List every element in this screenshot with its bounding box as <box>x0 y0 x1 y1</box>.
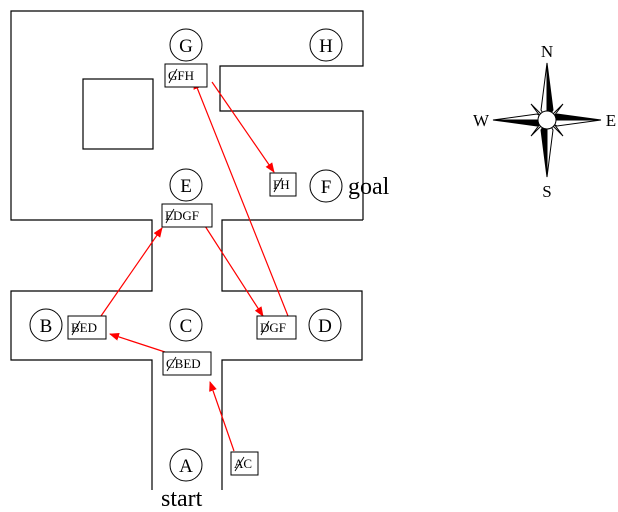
arrow-ac-to-cbed <box>209 381 235 452</box>
queue-cbed-struck: C <box>166 356 175 371</box>
queue-box-edgf: EDGF <box>161 203 213 228</box>
strike-cbed <box>166 356 177 372</box>
queue-fh-rest: H <box>280 177 289 192</box>
arrow-bed-to-edgf <box>100 227 163 317</box>
node-C-label: C <box>180 316 193 337</box>
wall-outer-right <box>221 219 363 490</box>
goal-label: goal <box>348 174 390 200</box>
arrow-cbed-to-bed <box>109 332 166 353</box>
queue-edgf-rest: DGF <box>173 208 199 223</box>
node-H: H <box>309 28 343 62</box>
compass-star <box>492 62 602 178</box>
node-G-label: G <box>179 36 193 57</box>
node-F: F <box>309 169 343 203</box>
queue-box-ac: AC <box>230 451 259 476</box>
node-E: E <box>169 168 203 202</box>
node-circles: A B C D E F G H <box>29 28 343 482</box>
queue-box-gfh: GFH <box>164 63 208 88</box>
compass-north: N <box>541 42 553 61</box>
node-G: G <box>169 28 203 62</box>
queue-dgf-struck: D <box>260 320 269 335</box>
queue-gfh-rest: FH <box>177 68 194 83</box>
search-arrows <box>100 79 289 452</box>
svg-text:AC: AC <box>234 456 252 471</box>
strike-dgf <box>260 320 270 336</box>
arrow-gfh-to-fh <box>211 81 275 173</box>
node-A: A <box>169 448 203 482</box>
arrow-edgf-to-dgf <box>204 225 264 317</box>
svg-text:CBED: CBED <box>166 356 201 371</box>
compass-rose: N S W E <box>473 42 616 201</box>
svg-text:DGF: DGF <box>260 320 286 335</box>
node-D: D <box>308 308 342 342</box>
wall-inner-block <box>82 78 154 150</box>
node-C: C <box>169 308 203 342</box>
svg-text:GFH: GFH <box>168 68 194 83</box>
node-D-label: D <box>318 316 332 337</box>
strike-fh <box>273 177 283 193</box>
wall-outer-left <box>10 10 364 490</box>
strike-bed <box>71 320 81 336</box>
queue-ac-struck: A <box>234 456 244 471</box>
compass-south: S <box>542 182 551 201</box>
node-H-label: H <box>319 36 333 57</box>
queue-cbed-rest: BED <box>175 356 201 371</box>
strike-edgf <box>165 208 175 224</box>
compass-east: E <box>606 111 616 130</box>
queue-boxes: AC CBED BED EDGF DGF GFH <box>67 63 297 476</box>
svg-text:BED: BED <box>71 320 97 335</box>
node-B: B <box>29 308 63 342</box>
arrow-dgf-to-gfh <box>193 79 289 317</box>
queue-bed-rest: ED <box>80 320 97 335</box>
queue-dgf-rest: GF <box>269 320 286 335</box>
queue-bed-struck: B <box>71 320 80 335</box>
strike-gfh <box>168 68 178 84</box>
queue-box-bed: BED <box>67 315 107 340</box>
svg-text:EDGF: EDGF <box>165 208 199 223</box>
node-E-label: E <box>180 176 192 197</box>
queue-box-cbed: CBED <box>162 351 212 376</box>
svg-text:FH: FH <box>273 177 290 192</box>
start-label: start <box>161 486 203 512</box>
node-A-label: A <box>179 456 193 477</box>
compass-west: W <box>473 111 490 130</box>
strike-ac <box>234 456 245 472</box>
maze-walls <box>10 10 364 490</box>
queue-edgf-struck: E <box>165 208 173 223</box>
queue-fh-struck: F <box>273 177 280 192</box>
node-F-label: F <box>321 177 332 198</box>
queue-box-dgf: DGF <box>256 315 297 340</box>
queue-ac-rest: C <box>243 456 252 471</box>
queue-gfh-struck: G <box>168 68 177 83</box>
node-B-label: B <box>40 316 53 337</box>
queue-box-fh: FH <box>269 172 297 197</box>
